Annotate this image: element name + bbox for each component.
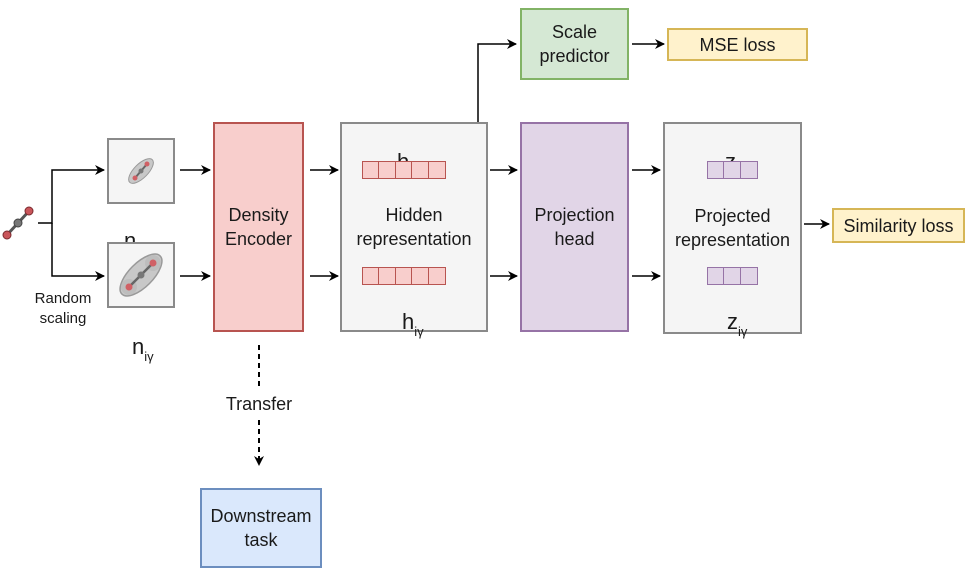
label-h-iy: hiγ	[402, 309, 424, 340]
vector-h-i	[361, 161, 446, 179]
arrow-input-to-niy	[51, 223, 105, 281]
downstream-task-box: Downstream task	[200, 488, 322, 568]
projected-representation-box: Projected representation	[663, 122, 802, 334]
projected-representation-label: Projected representation	[674, 206, 791, 250]
vector-h-iy	[361, 267, 446, 285]
hidden-representation-box: Hidden representation	[340, 122, 488, 332]
similarity-loss-box: Similarity loss	[832, 208, 965, 243]
arrow-input-to-ni	[38, 165, 105, 224]
density-thumbnail-niy	[107, 242, 175, 308]
vector-z-i	[706, 161, 758, 179]
label-n-iy: niγ	[132, 334, 154, 365]
scale-predictor-box: Scale predictor	[520, 8, 629, 80]
mse-loss-box: MSE loss	[667, 28, 808, 61]
label-z-iy: ziγ	[727, 309, 748, 340]
molecule-density-large-icon	[119, 253, 163, 297]
molecule-density-small-icon	[128, 158, 154, 184]
vector-z-iy	[706, 267, 758, 285]
projection-head-box: Projection head	[520, 122, 629, 332]
random-scaling-label: Random scaling	[34, 290, 92, 327]
molecule-input-icon	[2, 206, 34, 240]
density-encoder-box: Density Encoder	[213, 122, 304, 332]
density-thumbnail-ni	[107, 138, 175, 204]
hidden-representation-label: Hidden representation	[356, 205, 472, 249]
transfer-label: Transfer	[225, 394, 293, 414]
